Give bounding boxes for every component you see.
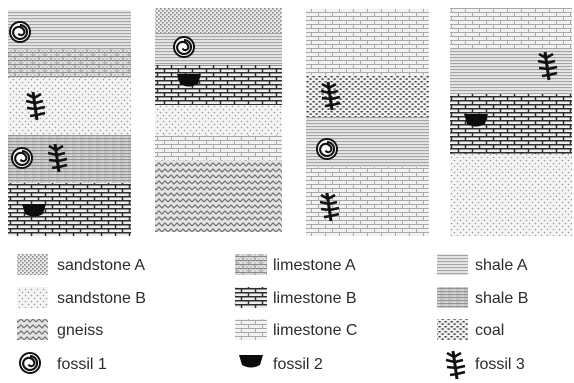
legend-label-limestone-b: limestone B xyxy=(273,290,357,307)
column-2-layer-gneiss xyxy=(155,160,282,232)
legend-swatch-shale-a xyxy=(437,254,468,275)
column-3-layer-coal xyxy=(306,75,429,117)
legend-swatch-coal xyxy=(437,319,468,340)
legend-label-shale-a: shale A xyxy=(475,257,528,274)
column-2-layer-limestone-b xyxy=(155,65,282,105)
legend-swatch-limestone-b xyxy=(235,287,267,308)
column-2 xyxy=(155,8,282,232)
legend-swatch-sandstone-b xyxy=(17,287,48,308)
column-2-layer-sandstone-b xyxy=(155,105,282,135)
column-1-layer-limestone-a xyxy=(8,49,131,78)
legend: sandstone A sandstone B gneiss fossil 1 … xyxy=(17,254,528,379)
column-1-fossil-1-icon xyxy=(10,22,30,42)
column-3 xyxy=(306,9,429,236)
legend-label-fossil-1: fossil 1 xyxy=(57,356,107,373)
fossil-3-icon xyxy=(446,351,465,379)
legend-label-coal: coal xyxy=(475,322,504,339)
legend-swatch-limestone-a xyxy=(235,254,267,275)
column-1-fossil-1-icon-lower xyxy=(12,148,32,168)
legend-label-limestone-a: limestone A xyxy=(273,257,356,274)
column-1 xyxy=(8,10,131,236)
column-4-layer-sandstone-b xyxy=(450,154,572,236)
column-1-layer-sandstone-b xyxy=(8,78,131,135)
legend-label-fossil-2: fossil 2 xyxy=(273,356,323,373)
column-4-layer-shale-a xyxy=(450,48,572,94)
column-3-layer-limestone-c xyxy=(306,9,429,75)
column-2-layer-limestone-c xyxy=(155,135,282,160)
column-3-layer-limestone-c-lower xyxy=(306,167,429,236)
legend-label-fossil-3: fossil 3 xyxy=(475,356,525,373)
column-2-layer-sandstone-a xyxy=(155,8,282,33)
column-4 xyxy=(450,8,572,236)
legend-label-gneiss: gneiss xyxy=(57,322,103,339)
legend-swatch-limestone-c xyxy=(235,319,267,340)
legend-label-shale-b: shale B xyxy=(475,290,528,307)
legend-swatch-sandstone-a xyxy=(17,254,48,275)
fossil-2-icon xyxy=(239,355,263,368)
column-3-fossil-1-icon xyxy=(317,139,337,159)
legend-label-sandstone-b: sandstone B xyxy=(57,290,146,307)
legend-swatch-gneiss xyxy=(17,319,48,340)
legend-label-sandstone-a: sandstone A xyxy=(57,257,145,274)
legend-swatch-shale-b xyxy=(437,287,468,308)
legend-label-limestone-c: limestone C xyxy=(273,322,357,339)
column-2-fossil-1-icon xyxy=(174,37,194,57)
column-4-layer-limestone-c xyxy=(450,8,572,48)
fossil-1-icon xyxy=(20,353,40,373)
